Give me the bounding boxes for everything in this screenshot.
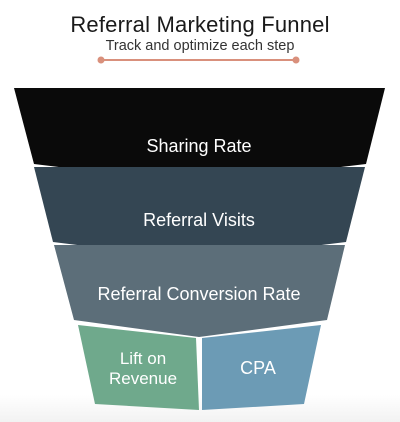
funnel-stage-lift-on-revenue — [78, 325, 199, 410]
funnel-stage-referral-conversion-rate — [54, 245, 345, 337]
funnel-label-cpa: CPA — [240, 358, 276, 378]
title-divider — [97, 56, 300, 64]
funnel-label-referral-conversion-rate: Referral Conversion Rate — [97, 284, 300, 304]
page-subtitle: Track and optimize each step — [105, 38, 295, 54]
divider-left-dot — [97, 56, 105, 64]
funnel-label-lift-on-revenue-line1: Lift on — [120, 349, 166, 368]
funnel-stage-referral-visits — [34, 167, 365, 260]
page-title: Referral Marketing Funnel — [70, 12, 330, 37]
funnel-stage-sharing-rate — [14, 88, 385, 184]
funnel-label-referral-visits: Referral Visits — [143, 210, 255, 230]
funnel-stage-cpa — [202, 325, 321, 410]
divider-right-dot — [292, 56, 300, 64]
funnel-label-sharing-rate: Sharing Rate — [146, 136, 251, 156]
funnel-label-lift-on-revenue-line2: Revenue — [109, 369, 177, 388]
